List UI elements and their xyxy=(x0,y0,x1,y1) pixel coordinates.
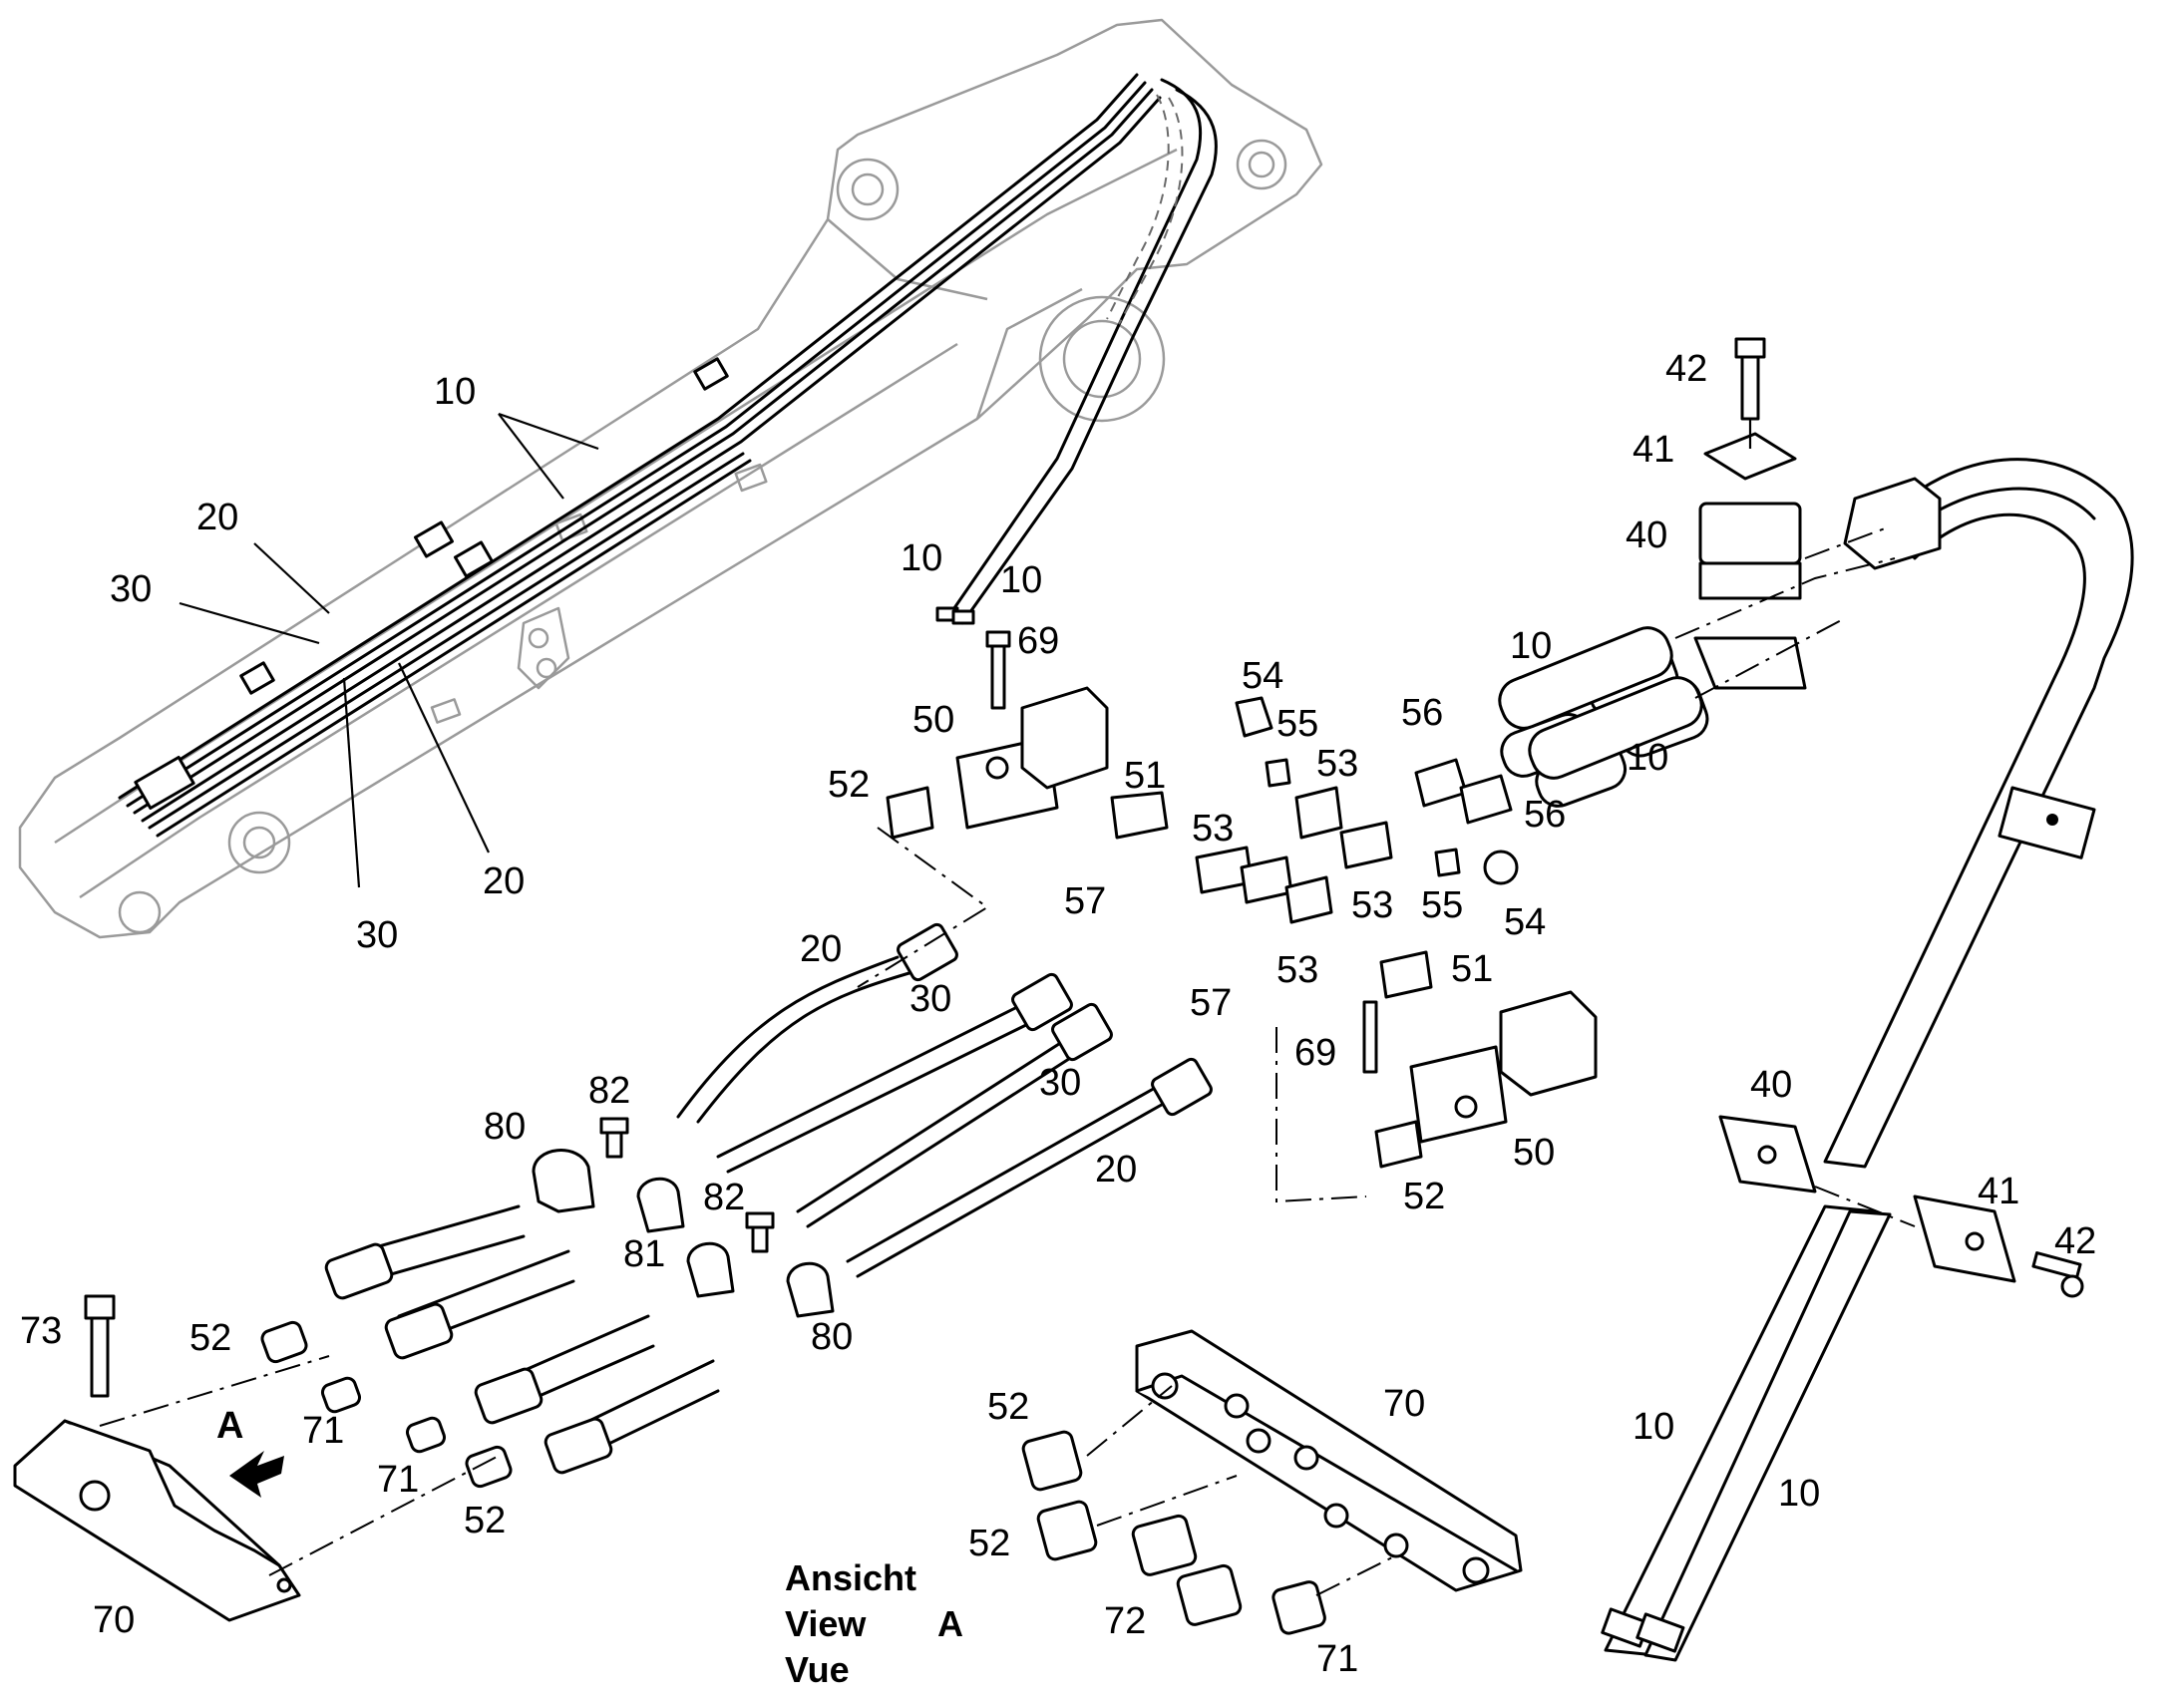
callout-53-upper-left: 53 xyxy=(1192,808,1234,850)
callout-52-lower-mid: 52 xyxy=(1403,1176,1445,1217)
callout-10-boom-top: 10 xyxy=(434,371,476,413)
callout-50-upper: 50 xyxy=(912,699,954,741)
view-caption-de: Ansicht xyxy=(785,1557,916,1598)
clamps-80-81-82 xyxy=(532,1117,835,1318)
callout-51-upper: 51 xyxy=(1124,755,1166,797)
callout-72: 72 xyxy=(1104,1600,1146,1642)
distribution-block-lower xyxy=(1275,950,1598,1203)
clamp-set-lower xyxy=(1718,1115,2084,1298)
callout-53-upper-right: 53 xyxy=(1316,743,1358,785)
callout-40-lower: 40 xyxy=(1750,1064,1792,1106)
callout-71-view: 71 xyxy=(1316,1638,1358,1680)
callout-41-lower: 41 xyxy=(1978,1171,2019,1212)
boom-hose-bundle xyxy=(118,73,1218,838)
callout-80-lower: 80 xyxy=(811,1316,853,1358)
callout-80-upper: 80 xyxy=(484,1106,526,1148)
view-caption: Ansicht View A Vue xyxy=(785,1557,963,1690)
clamp-set-top xyxy=(1693,337,1886,690)
callout-70-left: 70 xyxy=(93,1599,135,1641)
callout-10-upper-a: 10 xyxy=(1510,625,1552,667)
callout-56-upper: 56 xyxy=(1401,692,1443,734)
callout-54-upper: 54 xyxy=(1242,655,1283,697)
callout-55-lower: 55 xyxy=(1421,884,1463,926)
callout-42-top: 42 xyxy=(1665,348,1707,390)
callouts: 10 20 30 20 30 10 10 42 41 40 10 10 69 5… xyxy=(20,348,2096,1680)
callout-69-lower: 69 xyxy=(1294,1032,1336,1074)
callout-30-mid: 30 xyxy=(1039,1062,1081,1104)
manifold-70-left xyxy=(13,1294,500,1622)
callout-82-lower: 82 xyxy=(703,1177,745,1218)
callout-52-left-top: 52 xyxy=(189,1317,231,1359)
callout-30-mid-top: 30 xyxy=(909,978,951,1020)
callout-56-lower: 56 xyxy=(1524,794,1566,836)
callout-52-view-bottom: 52 xyxy=(968,1523,1010,1564)
callout-20-mid-top: 20 xyxy=(800,928,842,970)
callout-40-top: 40 xyxy=(1626,514,1667,556)
view-caption-en: View xyxy=(785,1603,867,1644)
callout-55-upper: 55 xyxy=(1276,703,1318,745)
callout-10-arm-left: 10 xyxy=(1633,1406,1674,1448)
callout-52-left-bottom: 52 xyxy=(464,1500,506,1541)
callout-a-arrow: A xyxy=(216,1405,243,1447)
callout-10-boom-end-a: 10 xyxy=(901,537,942,579)
callout-52-upper: 52 xyxy=(828,764,870,806)
callout-53-mid: 53 xyxy=(1351,884,1393,926)
leader-lines xyxy=(179,412,599,888)
callout-51-lower: 51 xyxy=(1451,948,1493,990)
callout-71-left-top: 71 xyxy=(302,1410,344,1452)
callout-71-left-bottom: 71 xyxy=(377,1459,419,1501)
hose-ends-left xyxy=(260,1204,720,1489)
callout-30-boom-bottom: 30 xyxy=(356,914,398,956)
callout-81: 81 xyxy=(623,1233,665,1275)
callout-57-lower: 57 xyxy=(1190,982,1232,1024)
callout-57-upper: 57 xyxy=(1064,880,1106,922)
callout-70-view: 70 xyxy=(1383,1383,1425,1425)
distribution-block-upper xyxy=(886,630,1169,840)
callout-30-boom-left: 30 xyxy=(110,568,152,610)
callout-54-lower: 54 xyxy=(1504,901,1546,943)
hoses-10-upper xyxy=(1498,557,1896,780)
callout-69-upper: 69 xyxy=(1017,620,1059,662)
view-caption-letter: A xyxy=(937,1603,963,1644)
callout-73: 73 xyxy=(20,1310,62,1352)
view-caption-fr: Vue xyxy=(785,1649,850,1690)
callout-42-lower: 42 xyxy=(2054,1220,2096,1262)
manifold-70-view-a xyxy=(1021,1329,1523,1635)
callout-10-boom-end-b: 10 xyxy=(1000,559,1042,601)
callout-52-view-top: 52 xyxy=(987,1386,1029,1428)
callout-41-top: 41 xyxy=(1633,429,1674,471)
callout-20-boom-left: 20 xyxy=(196,497,238,538)
view-arrow-icon xyxy=(229,1451,284,1498)
callout-53-lower: 53 xyxy=(1276,949,1318,991)
callout-10-upper-b: 10 xyxy=(1627,737,1668,779)
arm-hydraulic-pipe xyxy=(1601,458,2134,1662)
callout-10-arm-right: 10 xyxy=(1778,1473,1820,1515)
callout-20-boom-bottom: 20 xyxy=(483,860,525,902)
callout-20-mid: 20 xyxy=(1095,1149,1137,1191)
callout-50-lower: 50 xyxy=(1513,1132,1555,1174)
callout-82-upper: 82 xyxy=(588,1070,630,1112)
boom-assembly xyxy=(18,18,1323,939)
hoses-20-30 xyxy=(676,827,1213,1278)
